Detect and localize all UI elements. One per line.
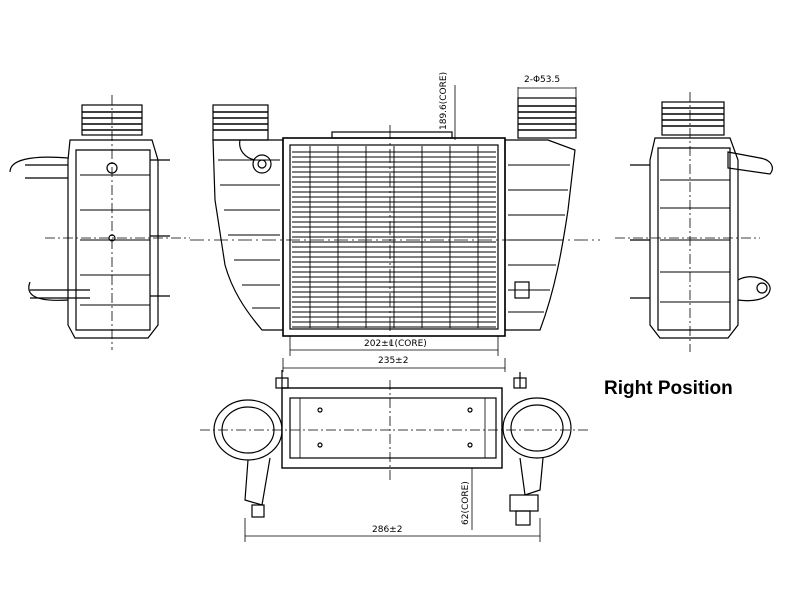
overall-width-label: 235±2 [378, 356, 408, 366]
core-height-label: 189.6(CORE) [439, 72, 449, 130]
position-caption: Right Position [604, 378, 733, 399]
overall-length-label: 286±2 [372, 525, 402, 535]
bottom-view [200, 370, 590, 526]
dim-core-depth: 62(CORE) [461, 468, 473, 530]
dim-overall-width: 235±2 [282, 356, 506, 372]
left-side-view [9, 95, 190, 350]
right-side-view [615, 92, 773, 352]
left-end-tank [212, 139, 284, 331]
left-mount-boss [252, 154, 272, 174]
dim-overall-length: 286±2 [244, 518, 541, 542]
right-end-tank [504, 139, 576, 331]
inlet-diameter-label: 2-Φ53.5 [524, 75, 560, 85]
left-inlet-pipe [212, 104, 269, 141]
dim-core-height: 189.6(CORE) [439, 72, 456, 140]
dim-inlet-diameter: 2-Φ53.5 [517, 75, 577, 100]
core-depth-label: 62(CORE) [461, 481, 471, 525]
core-fins [292, 146, 496, 328]
front-view [190, 97, 600, 345]
core-width-label: 202±1(CORE) [364, 339, 427, 349]
dim-core-width: 202±1(CORE) [289, 336, 499, 356]
